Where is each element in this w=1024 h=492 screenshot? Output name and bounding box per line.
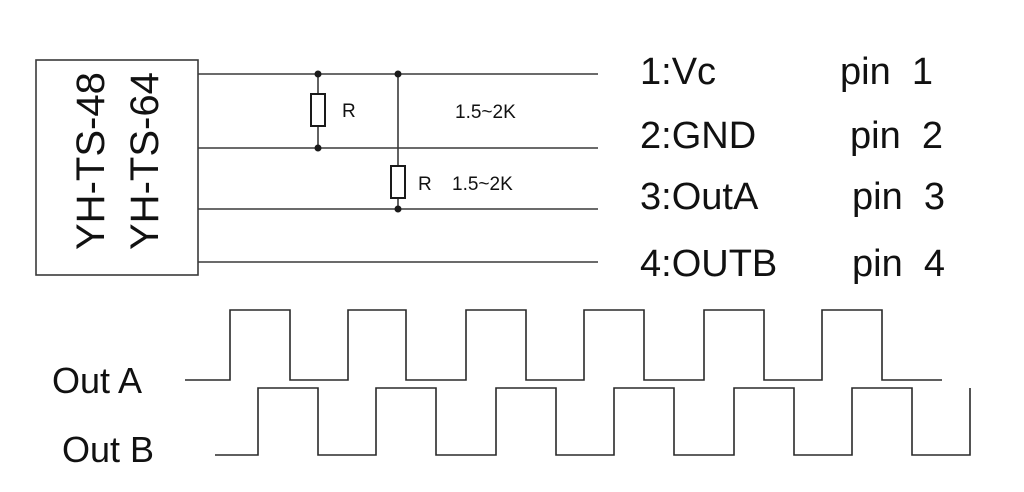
pin-3-number: pin 3 bbox=[852, 176, 945, 218]
pin-4-signal: 4:OUTB bbox=[640, 243, 777, 285]
junction-dot bbox=[394, 70, 402, 78]
pin-3-signal: 3:OutA bbox=[640, 176, 759, 218]
out-a-label: Out A bbox=[52, 360, 142, 401]
resistor-2-value: 1.5~2K bbox=[452, 174, 513, 195]
resistor-1-label: R bbox=[342, 101, 356, 122]
pin-1-number: pin 1 bbox=[840, 51, 933, 93]
pin-2-signal: 2:GND bbox=[640, 115, 756, 157]
junction-dot bbox=[394, 205, 402, 213]
out-b-waveform bbox=[215, 387, 971, 456]
pin-2-number: pin 2 bbox=[850, 115, 943, 157]
resistor-2-label: R bbox=[418, 174, 432, 195]
out-a-waveform bbox=[185, 309, 942, 381]
junction-dot bbox=[314, 144, 322, 152]
pin-4-number: pin 4 bbox=[852, 243, 945, 285]
resistor-1 bbox=[310, 70, 326, 152]
junction-dot bbox=[314, 70, 322, 78]
resistor-2-body bbox=[390, 165, 406, 199]
resistor-1-body bbox=[310, 93, 326, 127]
module-model-1: YH-TS-48 bbox=[69, 72, 113, 250]
resistor-2 bbox=[390, 70, 406, 213]
pin-1-signal: 1:Vc bbox=[640, 51, 716, 93]
encoder-module-box bbox=[35, 59, 199, 276]
module-model-2: YH-TS-64 bbox=[123, 72, 167, 250]
out-b-label: Out B bbox=[62, 429, 154, 470]
resistor-1-value: 1.5~2K bbox=[455, 102, 516, 123]
